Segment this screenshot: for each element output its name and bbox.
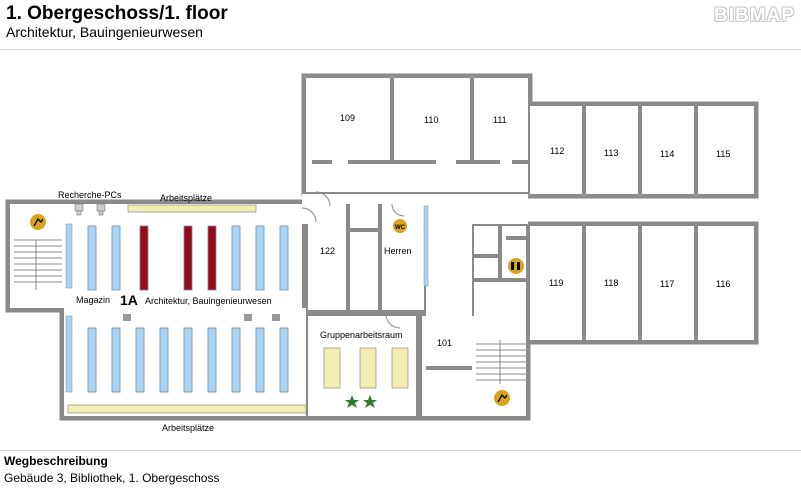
group-desk-3	[391, 347, 409, 389]
shelf	[207, 327, 217, 393]
group-desk-1	[323, 347, 341, 389]
room-118[interactable]: 118	[604, 278, 618, 288]
stairs-left	[14, 239, 62, 290]
floor-plan-map: WC 109 110 111 112 113 114 115 122 Herre…	[5, 73, 759, 433]
shelf	[183, 225, 193, 291]
shelf	[279, 327, 289, 393]
stairs-right	[476, 340, 526, 384]
label-arbeitsplaetze-bottom: Arbeitsplätze	[162, 423, 214, 433]
header-divider	[0, 49, 801, 50]
bibmap-logo: BIBMAP	[714, 5, 795, 26]
page-subtitle: Architektur, Bauingenieurwesen	[6, 24, 203, 40]
desk-strip-bottom	[67, 404, 307, 414]
room-116[interactable]: 116	[716, 279, 730, 289]
plant-icon	[345, 395, 377, 408]
label-magazin: Magazin	[76, 295, 110, 305]
desks	[67, 204, 409, 414]
shelf	[87, 225, 97, 291]
room-110[interactable]: 110	[424, 115, 438, 125]
shelf	[87, 327, 97, 393]
room-gruppenarbeitsraum[interactable]: Gruppenarbeitsraum	[320, 330, 403, 340]
room-111[interactable]: 111	[493, 115, 507, 125]
wc-icon: WC	[393, 219, 407, 233]
room-101[interactable]: 101	[437, 338, 452, 348]
shelf	[207, 225, 217, 291]
computer-icon	[74, 203, 106, 216]
desk-strip-top	[127, 204, 257, 213]
shelf	[231, 327, 241, 393]
stairs-person-icon	[30, 214, 46, 230]
shelf	[111, 327, 121, 393]
shelf	[279, 225, 289, 291]
room-herren[interactable]: Herren	[384, 246, 412, 256]
room-112[interactable]: 112	[550, 146, 564, 156]
shelf	[111, 225, 121, 291]
elevator-icon	[508, 258, 524, 274]
shelf	[255, 327, 265, 393]
room-115[interactable]: 115	[716, 149, 730, 159]
shelf	[255, 225, 265, 291]
directions-heading: Wegbeschreibung	[4, 454, 108, 468]
footer-divider	[0, 450, 801, 451]
room-113[interactable]: 113	[604, 148, 618, 158]
shelf	[135, 327, 145, 393]
stairs-person-icon-right	[494, 390, 510, 406]
shelves-upper	[87, 225, 289, 291]
shelf	[183, 327, 193, 393]
room-122[interactable]: 122	[320, 246, 335, 256]
zone-name-label: Architektur, Bauingenieurwesen	[145, 296, 272, 306]
group-desk-2	[359, 347, 377, 389]
room-109[interactable]: 109	[340, 113, 355, 123]
svg-text:WC: WC	[395, 225, 406, 231]
directions-text: Gebäude 3, Bibliothek, 1. Obergeschoss	[4, 471, 220, 485]
room-119[interactable]: 119	[549, 278, 563, 288]
label-recherche-pcs: Recherche-PCs	[58, 190, 122, 200]
zone-id-label: 1A	[120, 292, 138, 308]
page-title: 1. Obergeschoss/1. floor	[6, 3, 228, 24]
label-arbeitsplaetze-top: Arbeitsplätze	[160, 193, 212, 203]
shelf	[159, 327, 169, 393]
shelf	[231, 225, 241, 291]
shelves-lower	[87, 327, 289, 393]
room-117[interactable]: 117	[660, 279, 674, 289]
shelf	[139, 225, 149, 291]
room-114[interactable]: 114	[660, 149, 674, 159]
